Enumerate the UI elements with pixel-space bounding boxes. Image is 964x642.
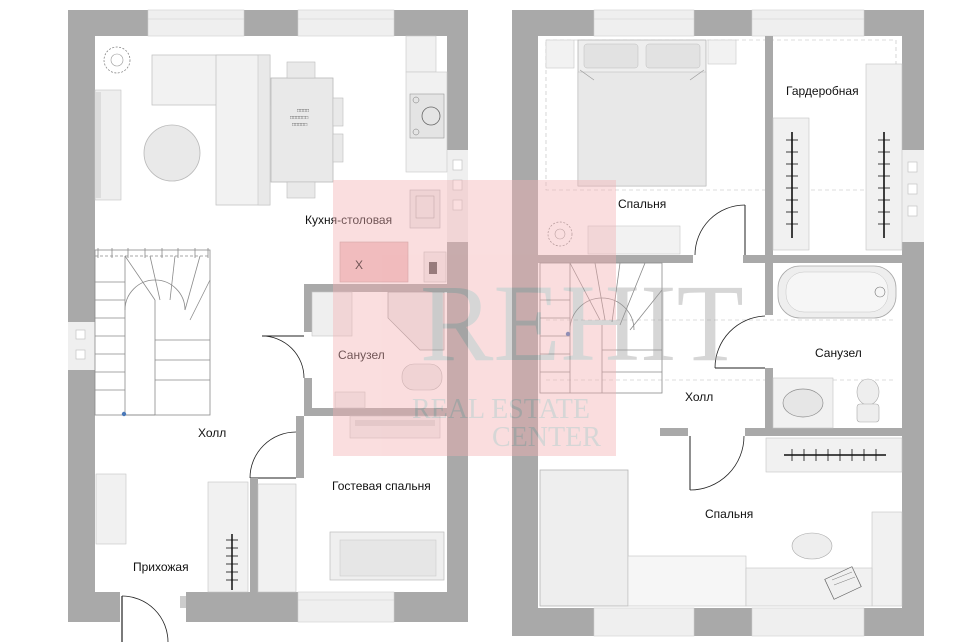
staircase — [94, 249, 211, 416]
room-entrance-label: Прихожая — [133, 560, 189, 574]
room-bedroom-bottom-label: Спальня — [705, 507, 753, 521]
watermark-logo: REHIT REAL ESTATE CENTER — [333, 180, 744, 456]
room-bathroom-2-label: Санузел — [815, 346, 862, 360]
stove-mark: X — [355, 258, 363, 272]
svg-text:□□□□□□: □□□□□□ — [290, 115, 308, 121]
room-bedroom-top-label: Спальня — [618, 197, 666, 211]
room-hall-2-label: Холл — [685, 390, 713, 404]
room-hall-label: Холл — [198, 426, 226, 440]
room-wardrobe-label: Гардеробная — [786, 84, 859, 98]
room-bathroom-label: Санузел — [338, 348, 385, 362]
room-kitchen-label: Кухня-столовая — [305, 213, 392, 227]
svg-text:□□□□□: □□□□□ — [292, 122, 307, 128]
plant-icon — [547, 221, 573, 247]
floor-1: □□□□ □□□□□□ □□□□□ X — [68, 9, 468, 642]
watermark-brand: REHIT — [420, 262, 744, 384]
laptop-icon — [824, 566, 862, 600]
plant-icon — [103, 46, 131, 74]
svg-text:□□□□: □□□□ — [297, 108, 309, 114]
floor-2: Спальня Гардеробная Санузел Холл Спальня — [512, 9, 924, 637]
watermark-line1: REAL ESTATE — [412, 394, 590, 425]
room-guest-bedroom-label: Гостевая спальня — [332, 479, 431, 493]
staircase — [539, 262, 663, 394]
watermark-line2: CENTER — [492, 422, 601, 453]
